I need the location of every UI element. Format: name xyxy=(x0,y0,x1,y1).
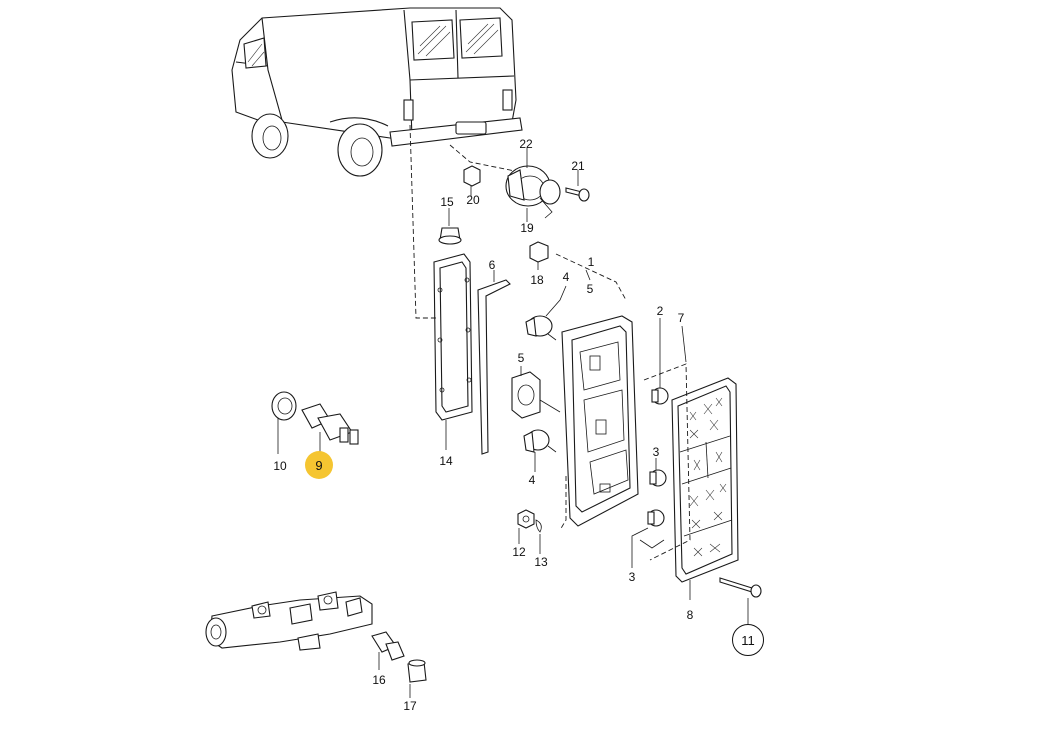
part-socket-22 xyxy=(505,148,561,222)
callout-3-lower[interactable]: 3 xyxy=(628,570,636,584)
callout-16[interactable]: 16 xyxy=(372,673,386,687)
callout-18[interactable]: 18 xyxy=(530,273,544,287)
part-clip-18 xyxy=(529,241,549,270)
part-switch-16-plug-17 xyxy=(371,631,427,698)
callout-11-circled[interactable]: 11 xyxy=(732,624,764,656)
part-lens-8 xyxy=(671,377,739,600)
callout-3-upper[interactable]: 3 xyxy=(652,445,660,459)
callout-12[interactable]: 12 xyxy=(512,545,526,559)
callout-20[interactable]: 20 xyxy=(466,193,480,207)
part-nut-20 xyxy=(463,165,481,196)
van-illustration xyxy=(231,7,523,177)
callout-9-highlighted[interactable]: 9 xyxy=(305,451,333,479)
callout-1[interactable]: 1 xyxy=(587,255,595,269)
callout-14[interactable]: 14 xyxy=(439,454,453,468)
callout-5-middle[interactable]: 5 xyxy=(517,351,525,365)
part-gasket-14 xyxy=(433,253,473,450)
callout-10[interactable]: 10 xyxy=(273,459,287,473)
part-screw-11 xyxy=(719,577,762,624)
callout-13[interactable]: 13 xyxy=(534,555,548,569)
callout-21[interactable]: 21 xyxy=(571,159,585,173)
callout-4-upper[interactable]: 4 xyxy=(562,270,570,284)
part-seal-strip-6 xyxy=(477,270,511,455)
part-grommet-15 xyxy=(438,208,462,245)
part-bulb-holders-4-5 xyxy=(511,285,567,472)
part-nut-12-clip-13 xyxy=(517,509,542,554)
callout-19[interactable]: 19 xyxy=(520,221,534,235)
part-bulbs-2-3 xyxy=(631,318,691,568)
callout-22[interactable]: 22 xyxy=(519,137,533,151)
callout-4-lower[interactable]: 4 xyxy=(528,473,536,487)
callout-15[interactable]: 15 xyxy=(440,195,454,209)
callout-17[interactable]: 17 xyxy=(403,699,417,713)
callout-2[interactable]: 2 xyxy=(656,304,664,318)
part-switch-9-washer-10 xyxy=(271,391,359,454)
part-master-cylinder xyxy=(205,591,373,651)
part-screw-21 xyxy=(565,170,590,202)
callout-5-upper[interactable]: 5 xyxy=(586,282,594,296)
callout-7[interactable]: 7 xyxy=(677,311,685,325)
callout-6[interactable]: 6 xyxy=(488,258,496,272)
callout-8[interactable]: 8 xyxy=(686,608,694,622)
part-lamp-housing-1 xyxy=(555,253,639,531)
